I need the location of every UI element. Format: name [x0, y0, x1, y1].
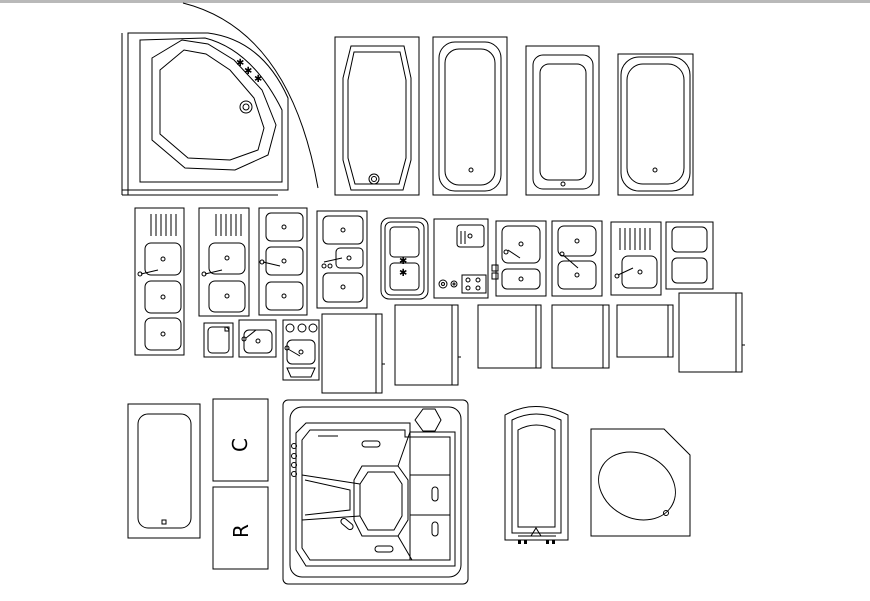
- triple-sink-drainboard-a: [135, 208, 184, 355]
- cabinet-square-a: [478, 305, 541, 368]
- bathtub-with-fittings: [505, 407, 568, 544]
- bathtub-rounded-c: [618, 54, 693, 195]
- cabinet-tall-a: [322, 314, 385, 393]
- small-sink-b: [239, 320, 276, 357]
- double-sink-drainboard-a: [199, 208, 249, 316]
- corner-jacuzzi-tub: ✱ ✱ ✱: [122, 3, 318, 195]
- svg-text:✱: ✱: [399, 256, 407, 267]
- double-sink-tap-c: [552, 221, 602, 296]
- svg-text:✱: ✱: [244, 66, 252, 77]
- corner-oval-tub: [587, 429, 690, 536]
- double-sink-tap-b: [496, 221, 546, 296]
- panel-r: R: [213, 487, 268, 569]
- svg-text:✱: ✱: [399, 268, 407, 279]
- panel-r-label: R: [229, 524, 253, 538]
- cabinet-tall-c: [679, 293, 745, 372]
- cabinet-square-b: [552, 305, 609, 368]
- window-top-edge: [0, 0, 870, 3]
- bathtub-angled: [335, 37, 419, 195]
- panel-c-label: C: [228, 438, 252, 452]
- stainless-double-sink: ✱ ✱: [381, 218, 428, 299]
- cabinet-square-c: [617, 305, 673, 357]
- small-sink-with-burners: [283, 320, 319, 380]
- hot-tub-spa: [283, 400, 468, 584]
- bathtub-rounded-b: [526, 46, 599, 195]
- sink-with-cooktop: [434, 219, 498, 298]
- svg-text:✱: ✱: [236, 58, 244, 69]
- bathtub-plain: [128, 404, 200, 538]
- triple-bowl-sink: [259, 208, 307, 315]
- bathtub-rounded-a: [433, 37, 507, 195]
- svg-text:✱: ✱: [254, 74, 262, 85]
- double-basin-plain: [666, 222, 713, 289]
- double-sink-tap-a: [317, 211, 367, 308]
- cabinet-tall-b: [395, 305, 461, 385]
- single-sink-drainboard: [611, 222, 661, 295]
- small-sink-a: [204, 323, 233, 357]
- panel-c: C: [213, 399, 268, 481]
